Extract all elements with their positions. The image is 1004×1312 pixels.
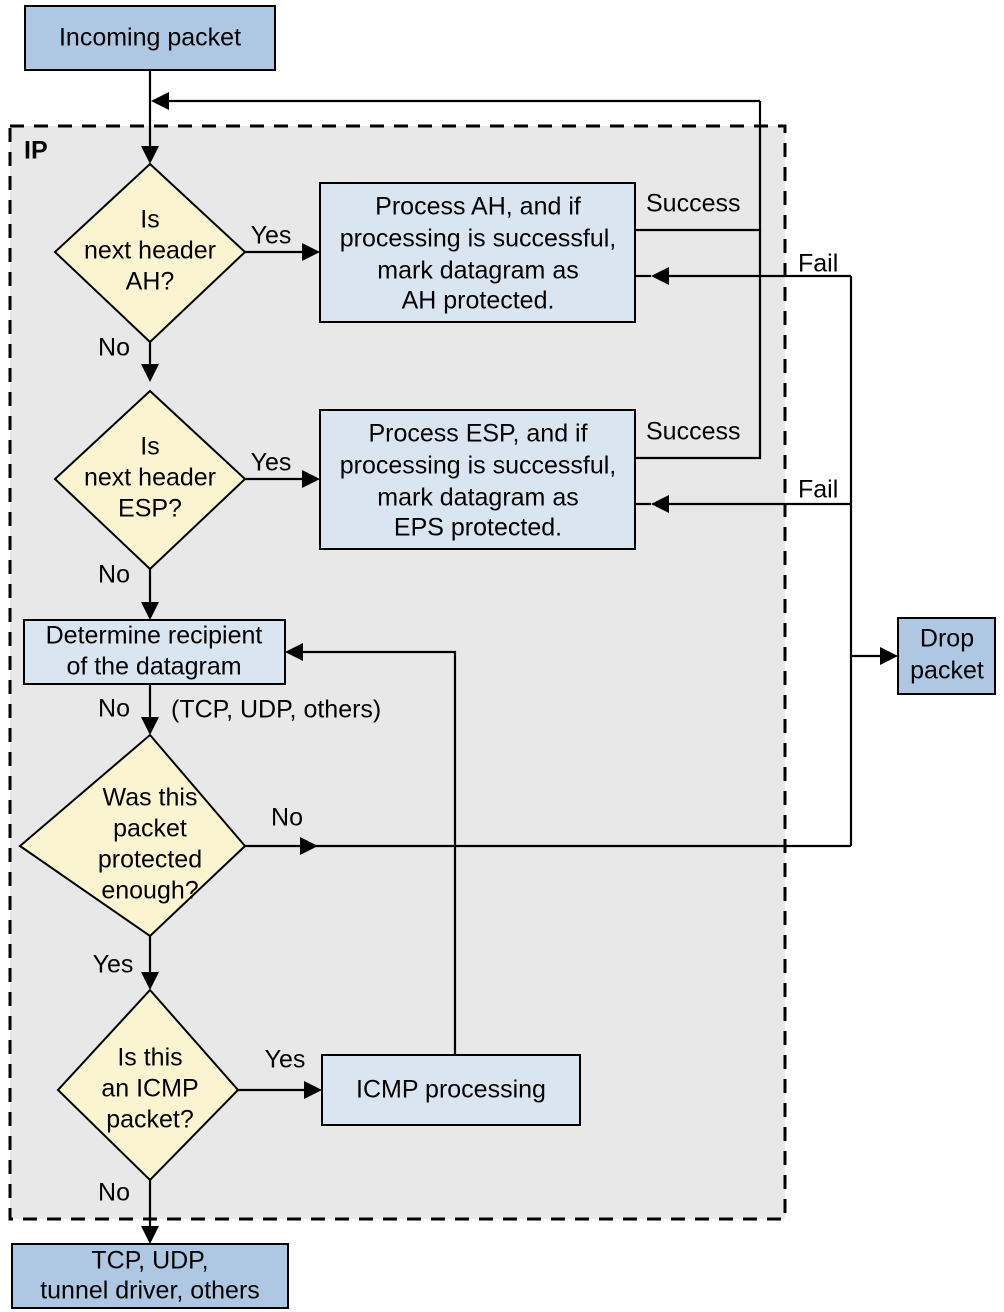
process-ah-label-line1: Process AH, and if <box>375 193 581 221</box>
process-esp-label-line1: Process ESP, and if <box>368 420 587 448</box>
decide-protected-diamond[interactable] <box>18 733 247 938</box>
node-drop-packet[interactable]: Drop packet <box>897 617 996 695</box>
decide-ah-label-line1: Is <box>140 206 159 234</box>
decide-icmp-label-line3: packet? <box>106 1106 194 1134</box>
process-esp-box[interactable] <box>319 409 636 550</box>
incoming-packet-box[interactable] <box>24 5 276 71</box>
decide-protected-label-line1: Was this <box>103 784 198 812</box>
arrow-head-icon <box>880 647 898 665</box>
process-ah-label-line2: processing is successful, <box>340 225 617 253</box>
edge-success-loopback <box>151 92 760 110</box>
decide-esp-label-line2: next header <box>84 464 216 492</box>
edge-icmp-back-to-recipient <box>285 643 457 1055</box>
process-ah-box[interactable] <box>319 182 636 323</box>
upper-layers-label-line2: tunnel driver, others <box>40 1277 260 1305</box>
process-ah-label-line3: mark datagram as <box>377 257 578 285</box>
decide-esp-label-line1: Is <box>140 433 159 461</box>
node-decide-ah[interactable]: Is next header AH? <box>53 162 247 344</box>
edge-label-protected-yes: Yes <box>93 951 134 979</box>
icmp-processing-label: ICMP processing <box>356 1076 546 1104</box>
edge-label-recipient-protocols: (TCP, UDP, others) <box>171 696 381 724</box>
process-esp-label-line2: processing is successful, <box>340 452 617 480</box>
determine-recipient-label-line1: Determine recipient <box>46 622 263 650</box>
decide-protected-label-line4: enough? <box>101 877 198 905</box>
edge-ah-yes <box>245 243 320 261</box>
drop-packet-label-line2: packet <box>910 657 984 685</box>
edge-protected-yes <box>141 936 159 990</box>
edge-recipient-to-protected <box>141 684 159 735</box>
arrow-head-icon <box>141 146 159 164</box>
node-upper-layers[interactable]: TCP, UDP, tunnel driver, others <box>11 1243 289 1309</box>
decide-ah-diamond[interactable] <box>53 162 247 344</box>
process-ah-label-line4: AH protected. <box>402 287 555 315</box>
icmp-processing-box[interactable] <box>321 1054 581 1126</box>
node-incoming-packet[interactable]: Incoming packet <box>24 5 276 71</box>
decide-icmp-label-line1: Is this <box>117 1044 182 1072</box>
decide-protected-label-line3: protected <box>98 846 202 874</box>
edge-incoming-to-ah <box>141 70 159 164</box>
node-process-ah[interactable]: Process AH, and if processing is success… <box>319 182 636 323</box>
node-decide-esp[interactable]: Is next header ESP? <box>53 389 247 571</box>
edge-label-esp-success: Success <box>646 418 740 446</box>
edge-label-esp-no: No <box>98 561 130 589</box>
arrow-head-icon <box>285 643 303 661</box>
edge-icmp-yes <box>238 1081 322 1099</box>
arrow-head-icon <box>141 602 159 620</box>
edge-label-esp-yes: Yes <box>251 449 292 477</box>
arrow-head-icon <box>651 267 669 285</box>
edge-label-ah-fail: Fail <box>798 250 838 278</box>
arrow-head-icon <box>302 243 320 261</box>
arrow-head-icon <box>651 495 669 513</box>
arrow-head-icon <box>141 972 159 990</box>
edge-ah-no <box>141 342 159 382</box>
upper-layers-label-line1: TCP, UDP, <box>91 1247 208 1275</box>
arrow-head-icon <box>141 1226 159 1244</box>
node-determine-recipient[interactable]: Determine recipient of the datagram <box>23 619 286 685</box>
edge-label-ah-yes: Yes <box>251 222 292 250</box>
edge-label-recipient-no: No <box>98 695 130 723</box>
decide-esp-label-line3: ESP? <box>118 495 182 523</box>
arrow-head-icon <box>141 364 159 382</box>
edge-label-ah-no: No <box>98 334 130 362</box>
edge-label-ah-success: Success <box>646 190 740 218</box>
arrow-head-icon <box>302 470 320 488</box>
decide-icmp-label-line2: an ICMP <box>101 1075 198 1103</box>
decide-protected-label-line2: packet <box>113 815 187 843</box>
drop-packet-box[interactable] <box>897 617 996 695</box>
determine-recipient-box[interactable] <box>23 619 286 685</box>
decide-ah-label-line2: next header <box>84 237 216 265</box>
edge-esp-fail <box>635 495 851 513</box>
node-decide-protected[interactable]: Was this packet protected enough? <box>18 733 247 938</box>
edge-label-protected-no: No <box>271 804 303 832</box>
node-decide-icmp[interactable]: Is this an ICMP packet? <box>56 988 240 1182</box>
edge-esp-success <box>635 230 762 460</box>
edge-label-icmp-no: No <box>98 1179 130 1207</box>
determine-recipient-label-line2: of the datagram <box>66 653 241 681</box>
edge-esp-yes <box>245 470 320 488</box>
node-icmp-processing[interactable]: ICMP processing <box>321 1054 581 1126</box>
edge-label-icmp-yes: Yes <box>265 1046 306 1074</box>
decide-icmp-diamond[interactable] <box>56 988 240 1182</box>
process-esp-label-line3: mark datagram as <box>377 484 578 512</box>
incoming-packet-label: Incoming packet <box>59 24 241 52</box>
node-process-esp[interactable]: Process ESP, and if processing is succes… <box>319 409 636 550</box>
edge-drop-trunk <box>849 276 898 846</box>
edge-label-esp-fail: Fail <box>798 476 838 504</box>
arrow-head-icon <box>151 92 169 110</box>
edge-ah-fail <box>635 267 851 285</box>
upper-layers-box[interactable] <box>11 1243 289 1309</box>
arrow-head-icon <box>304 1081 322 1099</box>
arrow-head-icon <box>141 717 159 735</box>
drop-packet-label-line1: Drop <box>920 625 974 653</box>
decide-esp-diamond[interactable] <box>53 389 247 571</box>
process-esp-label-line4: EPS protected. <box>394 514 562 542</box>
arrow-head-icon <box>300 837 318 855</box>
edge-esp-no <box>141 569 159 620</box>
edge-protected-no <box>245 837 851 855</box>
decide-ah-label-line3: AH? <box>126 268 175 296</box>
ip-zone-label: IP <box>24 137 48 165</box>
